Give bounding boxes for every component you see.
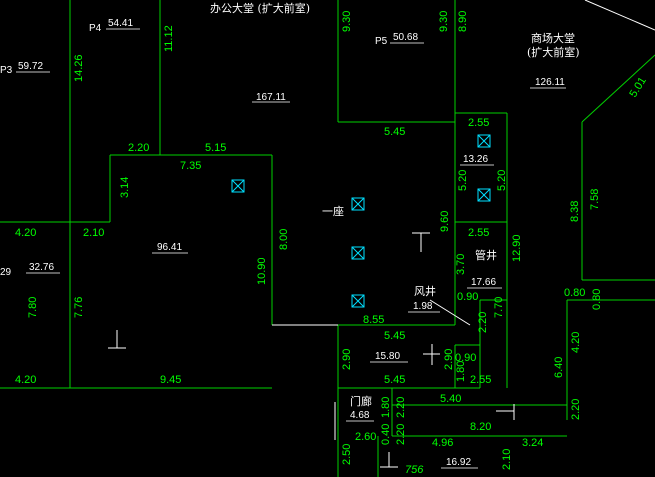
stamp-text: 756: [405, 464, 424, 476]
dim-545-a: 5.45: [384, 126, 405, 138]
dim-420-a: 4.20: [15, 227, 36, 239]
dim-090-b: 0.90: [455, 352, 476, 364]
dim-930-a: 9.30: [341, 11, 353, 32]
dim-890: 8.90: [457, 11, 469, 32]
dim-945: 9.45: [160, 374, 181, 386]
x-box-icon: [477, 188, 491, 202]
dim-370: 3.70: [455, 254, 467, 275]
dim-210-b: 2.10: [501, 449, 513, 470]
dim-290-b: 2.90: [443, 349, 455, 370]
left-room-tag: 29: [0, 267, 12, 278]
dim-420-b: 4.20: [15, 374, 36, 386]
dim-515: 5.15: [205, 142, 226, 154]
dim-1426: 14.26: [73, 54, 85, 82]
mid-room-area: 15.80: [375, 351, 400, 362]
dim-255-a: 2.55: [468, 117, 489, 129]
dim-220-b: 2.20: [477, 312, 489, 333]
dim-540: 5.40: [440, 393, 461, 405]
dim-290-a: 2.90: [341, 349, 353, 370]
horizontal-dims: 5.45 2.55 2.55 2.20 5.15 7.35 4.20 2.10 …: [15, 117, 585, 449]
dim-820: 8.20: [470, 421, 491, 433]
dim-220-e: 2.20: [570, 399, 582, 420]
x-box-icon: [231, 179, 245, 193]
dim-220-a: 2.20: [128, 142, 149, 154]
dim-545-b: 5.45: [384, 330, 405, 342]
dim-260: 2.60: [355, 431, 376, 443]
left-room-area: 32.76: [29, 262, 54, 273]
yi-zuo-label: 一座: [322, 204, 344, 218]
dim-960: 9.60: [439, 211, 451, 232]
x-box-icon: [351, 246, 365, 260]
vertical-dims: 9.30 9.30 8.90 14.26 11.12 5.20 5.20 5.0…: [27, 11, 649, 470]
dim-080-b: 0.80: [591, 289, 603, 310]
dim-220-c: 2.20: [395, 397, 407, 418]
big-room-area: 96.41: [157, 242, 182, 253]
mall-hall-label: 商场大堂: [531, 31, 575, 45]
dim-255-b: 2.55: [468, 227, 489, 239]
dim-838: 8.38: [569, 201, 581, 222]
dim-855: 8.55: [363, 314, 384, 326]
x-box-icon: [477, 134, 491, 148]
cyan-x-boxes: [231, 134, 491, 308]
p4-label: P4: [89, 23, 102, 34]
dim-930-b: 9.30: [438, 11, 450, 32]
dim-090-a: 0.90: [457, 291, 478, 303]
dim-180-b: 1.80: [380, 397, 392, 418]
dim-1090: 10.90: [256, 257, 268, 285]
x-box-icon: [351, 197, 365, 211]
dim-735: 7.35: [180, 160, 201, 172]
dim-210: 2.10: [83, 227, 104, 239]
dim-501: 5.01: [627, 75, 649, 100]
p5-label: P5: [375, 36, 388, 47]
mall-hall-area: 126.11: [535, 77, 565, 88]
p3-label: P3: [0, 65, 13, 76]
dim-776: 7.76: [73, 297, 85, 318]
dim-545-c: 5.45: [384, 374, 405, 386]
dim-770: 7.70: [493, 297, 505, 318]
dim-314: 3.14: [119, 177, 131, 198]
dim-040: 0.40: [380, 424, 392, 445]
p4-area: 54.41: [108, 18, 133, 29]
x-box-icon: [351, 294, 365, 308]
dim-420-c: 4.20: [570, 332, 582, 353]
dim-780: 7.80: [27, 297, 39, 318]
white-lines: [108, 0, 655, 468]
p5-area: 50.68: [393, 32, 418, 43]
dim-080-a: 0.80: [564, 287, 585, 299]
dim-1112: 11.12: [163, 25, 175, 52]
pipe-well-area: 17.66: [471, 277, 496, 288]
pipe-well-label: 管井: [475, 248, 497, 262]
dim-800: 8.00: [278, 229, 290, 250]
office-hall-label: 办公大堂 (扩大前室): [210, 1, 310, 15]
office-hall-area: 167.11: [256, 92, 286, 103]
dim-324: 3.24: [522, 437, 543, 449]
p3-area: 59.72: [18, 61, 43, 72]
dim-250: 2.50: [341, 444, 353, 465]
dim-255-c: 2.55: [470, 374, 491, 386]
mall-hall-label-2: (扩大前室): [527, 45, 580, 59]
bottom-area: 16.92: [446, 457, 471, 468]
dim-520-a: 5.20: [457, 170, 469, 191]
door-stall-label: 门廊: [350, 394, 372, 408]
dim-520-b: 5.20: [496, 170, 508, 191]
air-well-label: 风井: [414, 284, 436, 298]
dim-640: 6.40: [553, 357, 565, 378]
door-stall-area: 4.68: [350, 410, 370, 421]
dim-496: 4.96: [432, 437, 453, 449]
small-room-area: 13.26: [463, 154, 488, 165]
dim-220-d: 2.20: [395, 424, 407, 445]
room-labels: P4 54.41 P3 59.72 办公大堂 (扩大前室) 167.11 P5 …: [0, 1, 580, 476]
dim-758: 7.58: [589, 189, 601, 210]
dim-1290: 12.90: [511, 234, 523, 262]
dim-180-a: 1.80: [455, 361, 467, 382]
air-well-area: 1.98: [413, 301, 433, 312]
